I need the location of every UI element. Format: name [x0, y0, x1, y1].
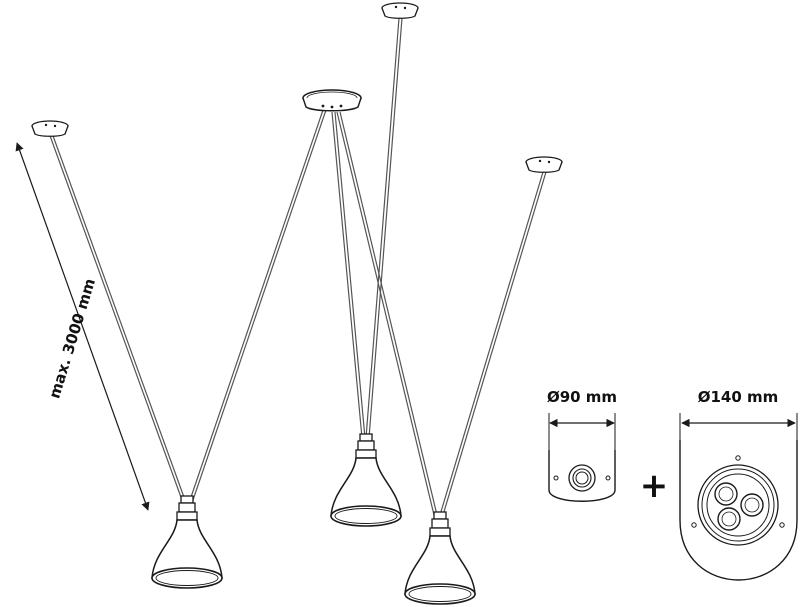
lamp-shade-middle: [330, 433, 402, 527]
canopy-top: [381, 2, 419, 19]
length-dimension: max. 3000 mm: [15, 142, 150, 511]
canopy-left: [31, 120, 69, 137]
length-label: max. 3000 mm: [45, 276, 99, 400]
small-canopy-detail: Ø90 mm: [547, 388, 617, 502]
canopy-central: [302, 89, 362, 112]
large-canopy-label: Ø140 mm: [698, 388, 779, 406]
lamp-shade-left: [151, 495, 223, 589]
canopy-right: [525, 156, 563, 173]
small-canopy-label: Ø90 mm: [547, 388, 617, 406]
plus-sign: +: [640, 466, 669, 506]
large-canopy-detail: Ø140 mm: [679, 388, 798, 581]
lamp-shade-right: [404, 511, 476, 605]
